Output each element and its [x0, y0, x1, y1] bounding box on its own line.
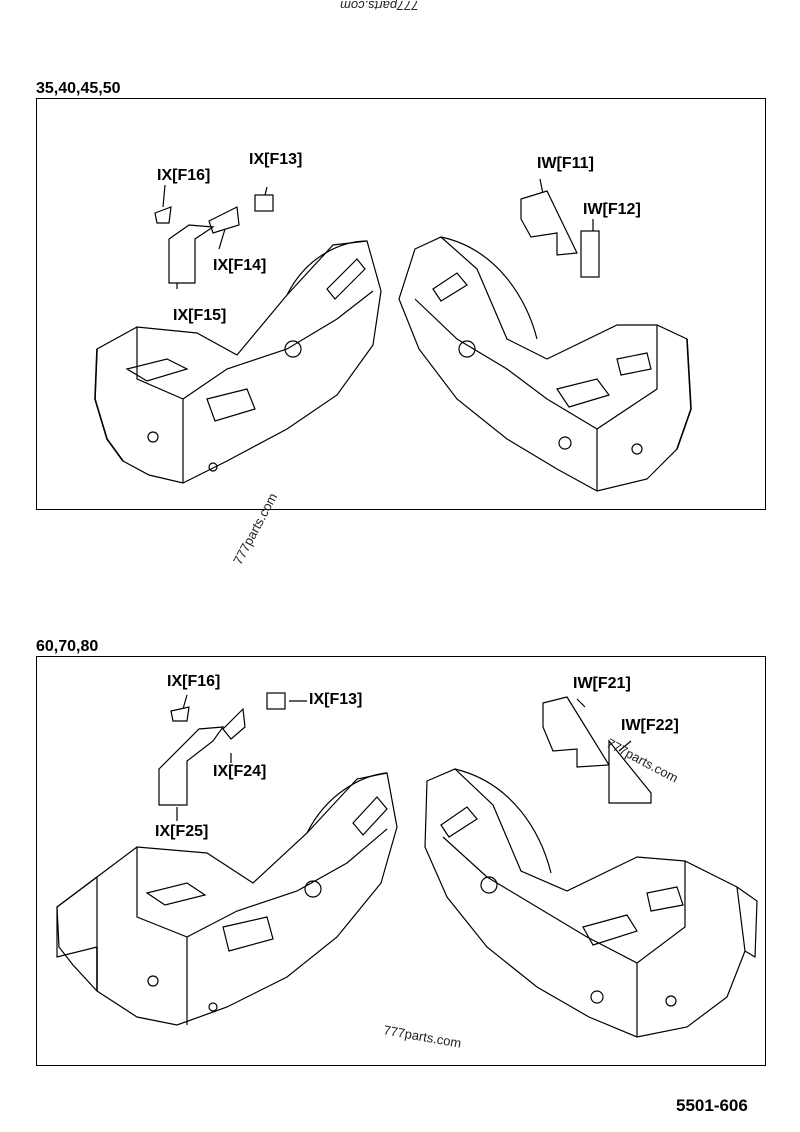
- callout-iw-f21: IW[F21]: [573, 675, 631, 692]
- part-f24: [222, 707, 246, 740]
- callout-ix-f16: IX[F16]: [157, 167, 211, 184]
- callout-ix-f13: IX[F13]: [249, 151, 303, 168]
- callout-ix-f16: IX[F16]: [167, 673, 221, 690]
- callout-ix-f14: IX[F14]: [213, 257, 267, 274]
- part-f21: [542, 696, 611, 768]
- part-f22: [608, 739, 652, 804]
- frame-illustration-large-models: [56, 692, 758, 1038]
- callout-ix-f15: IX[F15]: [173, 307, 227, 324]
- section-title-small-models: 35,40,45,50: [36, 80, 121, 97]
- right-frame-assembly: [398, 236, 692, 492]
- callout-iw-f22: IW[F22]: [621, 717, 679, 734]
- frame-illustration-small-models: [94, 178, 692, 492]
- callout-ix-f24: IX[F24]: [213, 763, 267, 780]
- callout-ix-f25: IX[F25]: [155, 823, 209, 840]
- callout-iw-f11: IW[F11]: [537, 155, 594, 172]
- part-f14: [208, 206, 240, 234]
- part-f15: [168, 224, 215, 284]
- part-f16: [170, 706, 190, 722]
- part-f12: [580, 230, 600, 278]
- watermark-top: 777parts.com: [340, 0, 419, 13]
- diagram-panel-small-models: IX[F16] IX[F13] IX[F14] IX[F15] IW[F11] …: [36, 98, 766, 510]
- left-frame-assembly: [56, 772, 398, 1026]
- left-frame-assembly: [94, 240, 382, 484]
- diagram-panel-large-models: IX[F16] IX[F13] IX[F24] IX[F25] IW[F21] …: [36, 656, 766, 1066]
- part-f25: [158, 726, 225, 806]
- part-f16: [154, 206, 172, 224]
- part-f11: [520, 190, 578, 256]
- right-frame-assembly: [424, 768, 758, 1038]
- section-title-large-models: 60,70,80: [36, 638, 99, 655]
- part-f13: [266, 692, 286, 710]
- callout-iw-f12: IW[F12]: [583, 201, 641, 218]
- drawing-number: 5501-606: [676, 1096, 748, 1115]
- callout-ix-f13: IX[F13]: [309, 691, 363, 708]
- part-f13: [254, 194, 274, 212]
